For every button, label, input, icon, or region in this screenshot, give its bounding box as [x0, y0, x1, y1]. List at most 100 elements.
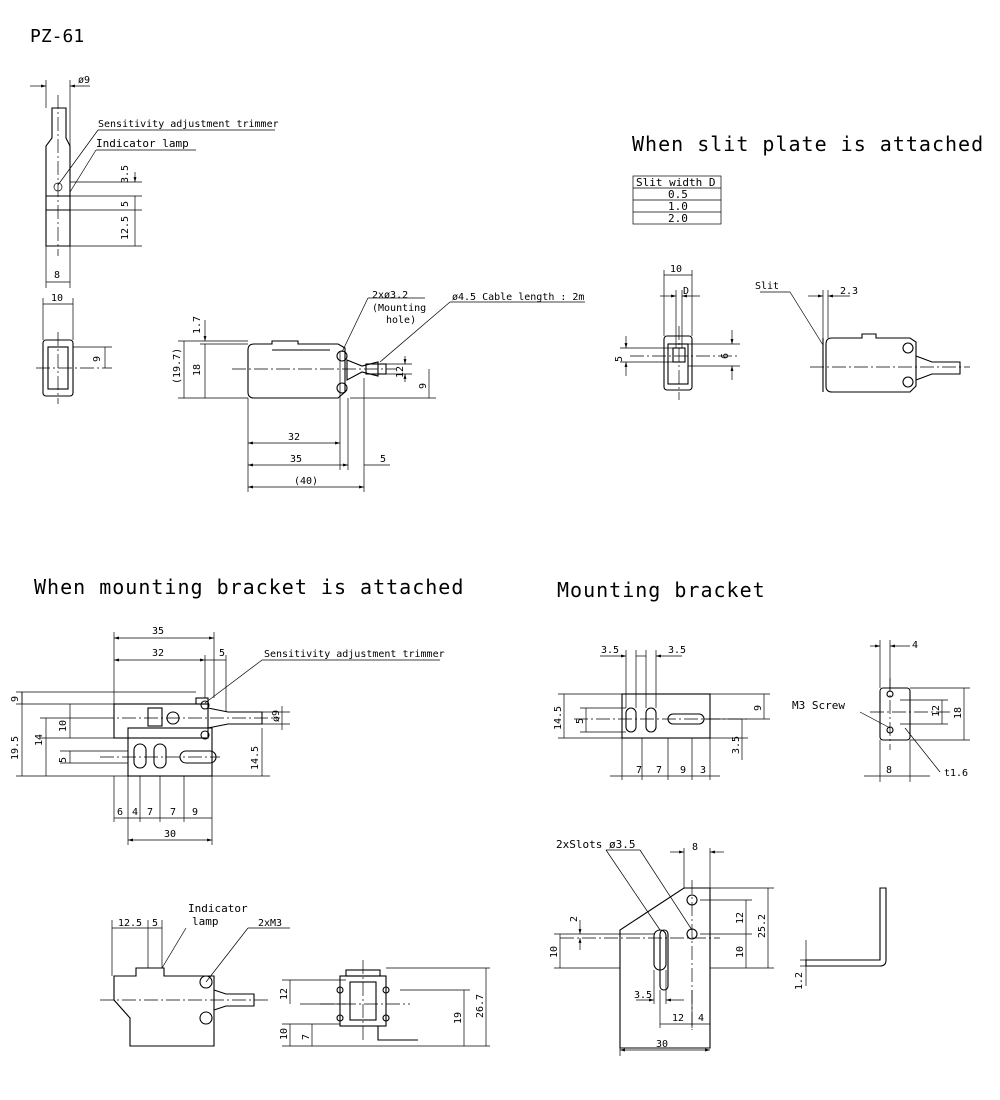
dim-label: 5	[380, 454, 386, 465]
dim-label: 25.2	[757, 914, 768, 938]
dim-label: 12	[735, 912, 746, 924]
dim-label: 10	[279, 1028, 290, 1040]
trimmer-label: Sensitivity adjustment trimmer	[98, 119, 279, 130]
dim-label: 3	[700, 765, 706, 776]
dim-label: 12.5	[120, 216, 131, 240]
table-cell: 1.0	[668, 200, 688, 213]
dim-label: 9	[10, 696, 21, 702]
mount-hole-label: hole)	[386, 315, 416, 326]
dim-label: (40)	[294, 476, 318, 487]
dim-label: 10	[58, 720, 69, 732]
dim-label: 26.7	[475, 994, 486, 1018]
bracket-flat-view: 8 12 10 25.2 2 10 3.5 12 4 30 2xSlots ø3	[549, 838, 774, 1056]
sensor-front-view: 10 9	[36, 293, 112, 404]
slit-width-table: Slit width D 0.5 1.0 2.0	[632, 175, 722, 225]
mount-hole-label: 2xø3.2	[372, 290, 408, 301]
dim-label: 7	[656, 765, 662, 776]
section-title-bracket: Mounting bracket	[557, 578, 766, 602]
dim-label: ø9	[271, 710, 282, 722]
slit-front-view: 10 D 5 6	[614, 264, 740, 400]
dim-label: 2	[569, 916, 580, 922]
dim-label: 7	[636, 765, 642, 776]
dim-label: 19.5	[10, 736, 21, 760]
dim-label: 4	[698, 1013, 704, 1024]
cable-label: ø4.5 Cable length : 2m	[452, 292, 584, 303]
dim-label: 4	[912, 640, 918, 651]
dim-label: 2.3	[840, 286, 858, 297]
indicator-label: Indicator lamp	[96, 137, 189, 150]
dim-label: 30	[164, 829, 176, 840]
section-title-bracket-attached: When mounting bracket is attached	[34, 575, 464, 599]
indicator-label: Indicator	[188, 902, 248, 915]
dim-label: 5	[58, 757, 69, 763]
t16-label: t1.6	[944, 768, 968, 779]
table-cell: 0.5	[668, 188, 688, 201]
mount-hole-label: (Mounting	[372, 303, 426, 314]
dim-label: 14	[34, 734, 45, 746]
section-title-slit: When slit plate is attached	[632, 132, 984, 156]
dim-label: 5	[614, 356, 625, 362]
slots-label: 2xSlots ø3.5	[556, 838, 635, 851]
dim-label: 3.5	[634, 990, 652, 1001]
table-cell: 2.0	[668, 212, 688, 225]
m3-label: 2xM3	[258, 918, 282, 929]
dim-label: 9	[753, 705, 764, 711]
dim-label: (19.7)	[172, 348, 183, 384]
dim-label: 18	[192, 364, 203, 376]
dim-label: 1.7	[192, 316, 203, 334]
dim-label: 14.5	[250, 746, 261, 770]
table-header: Slit width D	[636, 176, 715, 189]
dim-label: 1.2	[794, 972, 805, 990]
m3-screw-label: M3 Screw	[792, 699, 845, 712]
dim-label: 30	[656, 1039, 668, 1050]
dim-label: 4	[132, 807, 138, 818]
dim-label: 12	[279, 988, 290, 1000]
bracket-front-view: 14.5 5 9 3.5 3.5 3.5 7 7 9 3	[553, 645, 770, 780]
trimmer-label: Sensitivity adjustment trimmer	[264, 649, 445, 660]
slit-label: Slit	[755, 281, 779, 292]
dim-label: 5	[575, 718, 586, 724]
dim-label: 6	[117, 807, 123, 818]
dim-label: 9	[680, 765, 686, 776]
dim-label: 9	[192, 807, 198, 818]
dim-label: 3.5	[731, 736, 742, 754]
dim-label: 8	[54, 270, 60, 281]
bracket-attached-side: 12.5 5 Indicator lamp 2xM3	[100, 902, 290, 1047]
dim-label: 5	[219, 648, 225, 659]
dim-label: 7	[301, 1034, 312, 1040]
dim-label: 3.5	[668, 645, 686, 656]
dim-label: 3.5	[601, 645, 619, 656]
dim-label: 9	[418, 383, 429, 389]
dim-label: 32	[152, 648, 164, 659]
dim-label: 7	[147, 807, 153, 818]
bracket-profile-view: 1.2	[794, 887, 887, 990]
dim-label: 35	[152, 626, 164, 637]
dim-label: 19	[453, 1012, 464, 1024]
sensor-side-view: ø9 3.5 5 12.5 8 Sensitivity adjustment t…	[30, 75, 279, 288]
dim-label: 14.5	[553, 706, 564, 730]
bracket-attached-front: 35 32 5 Sensitivity adjustment trimmer 1…	[10, 626, 445, 845]
dim-label: 10	[670, 264, 682, 275]
dim-label: 9	[92, 356, 103, 362]
dim-label: 18	[953, 707, 964, 719]
dim-label: 8	[886, 765, 892, 776]
dim-label: 32	[288, 432, 300, 443]
model-title: PZ-61	[30, 26, 84, 47]
dim-label: 5	[120, 201, 131, 207]
slit-side-view: 2.3 Slit	[755, 281, 970, 393]
dim-label: 7	[170, 807, 176, 818]
bracket-attached-end: 12 10 7 19 26.7	[279, 960, 490, 1047]
dim-label: 10	[549, 946, 560, 958]
dim-label: 12	[931, 705, 942, 717]
dim-label: ø9	[78, 75, 90, 86]
bracket-end-view: 4 12 18 8 M3 Screw t1.6	[792, 640, 970, 782]
sensor-body-side: 1.7 (19.7) 18 12 9 32 35 5 (40) 2xø3.2 (…	[172, 290, 585, 492]
dim-label: 12	[672, 1013, 684, 1024]
dim-label: 12.5	[118, 918, 142, 929]
dim-label: 3.5	[120, 165, 131, 183]
dim-label: 10	[51, 293, 63, 304]
dim-label: 8	[692, 842, 698, 853]
dim-label: 5	[152, 918, 158, 929]
indicator-label: lamp	[192, 915, 219, 928]
dim-label: D	[683, 286, 689, 297]
